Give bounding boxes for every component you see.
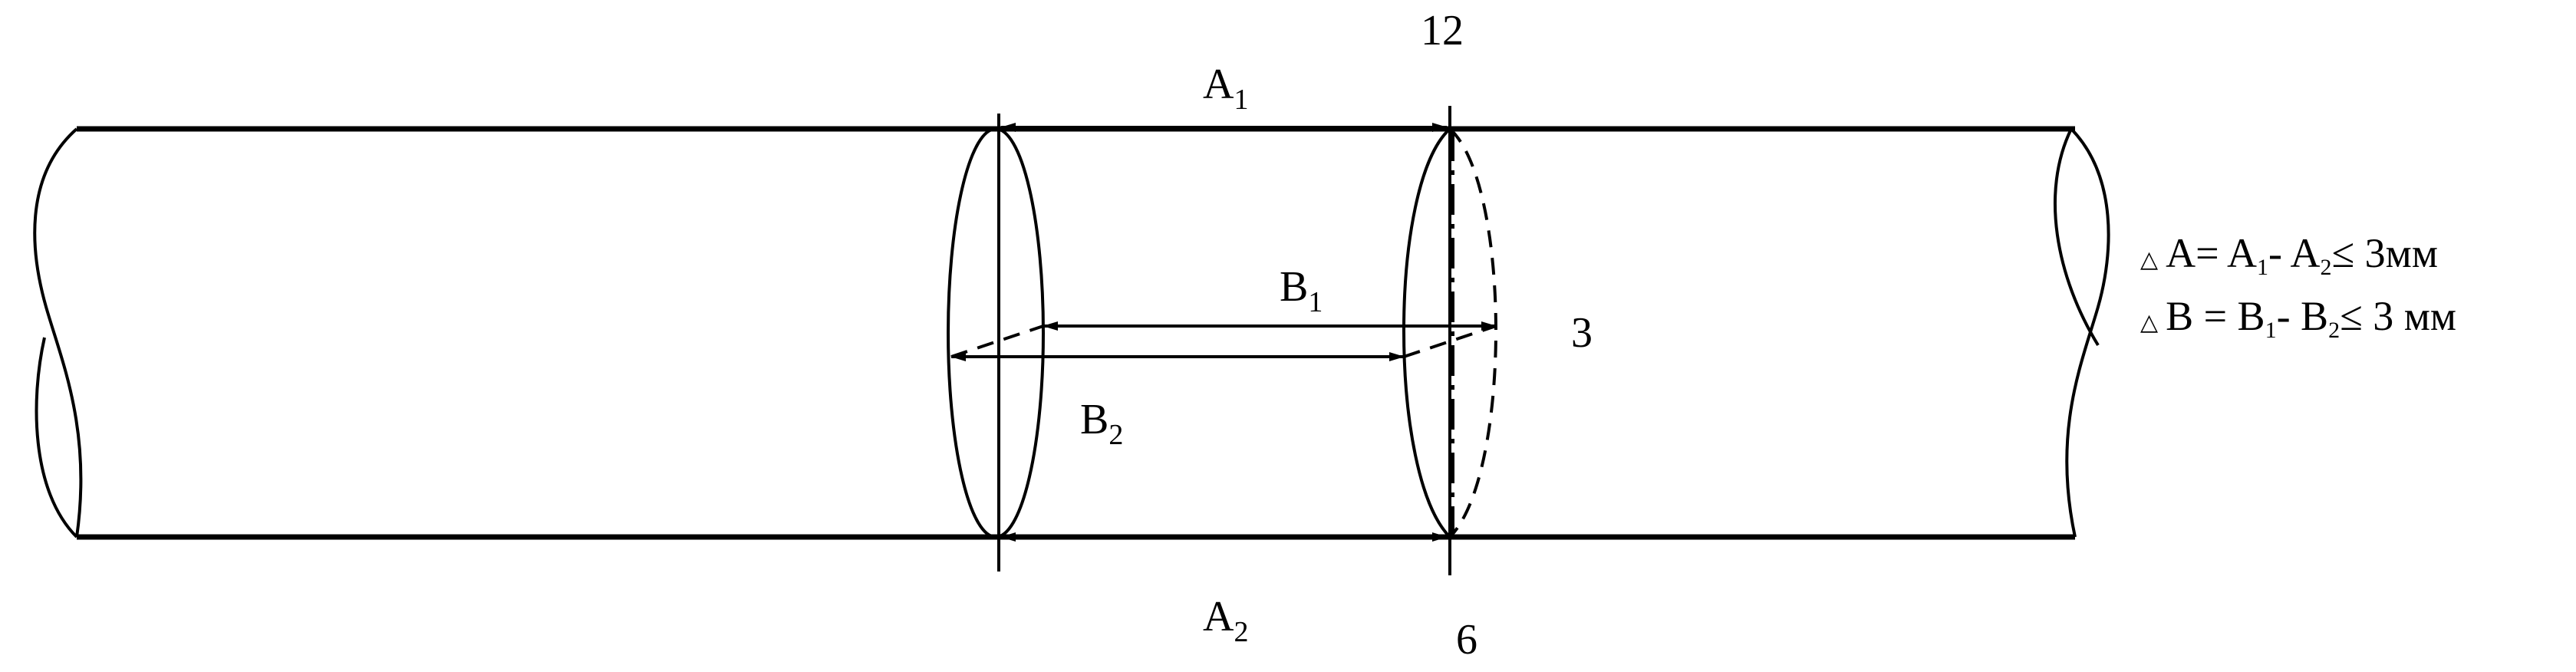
clock-label-12: 12 [1421,7,1464,54]
pipe-left-break-inner [35,337,78,539]
label-a2: A2 [1203,593,1248,648]
formula-delta-a: △A= A1- A2≤ 3мм [2140,230,2438,280]
formula-delta-b: △B = B1- B2≤ 3 мм [2140,293,2456,343]
label-b2: B2 [1080,396,1123,451]
pipe-left-break [33,127,83,538]
clock-label-3: 3 [1571,309,1593,357]
clock-label-6: 6 [1456,616,1477,664]
label-b1: B1 [1280,263,1323,318]
pipe-right-break-inner [2054,128,2100,347]
pipe-right-break [2065,127,2110,538]
label-a1: A1 [1203,61,1248,116]
b1-chord-dashed [1403,324,1497,358]
b2-chord-dashed [950,324,1044,358]
right-section-ellipse-back [1448,127,1497,539]
left-section-ellipse [947,127,1045,539]
right-section-ellipse-front [1402,127,1451,539]
